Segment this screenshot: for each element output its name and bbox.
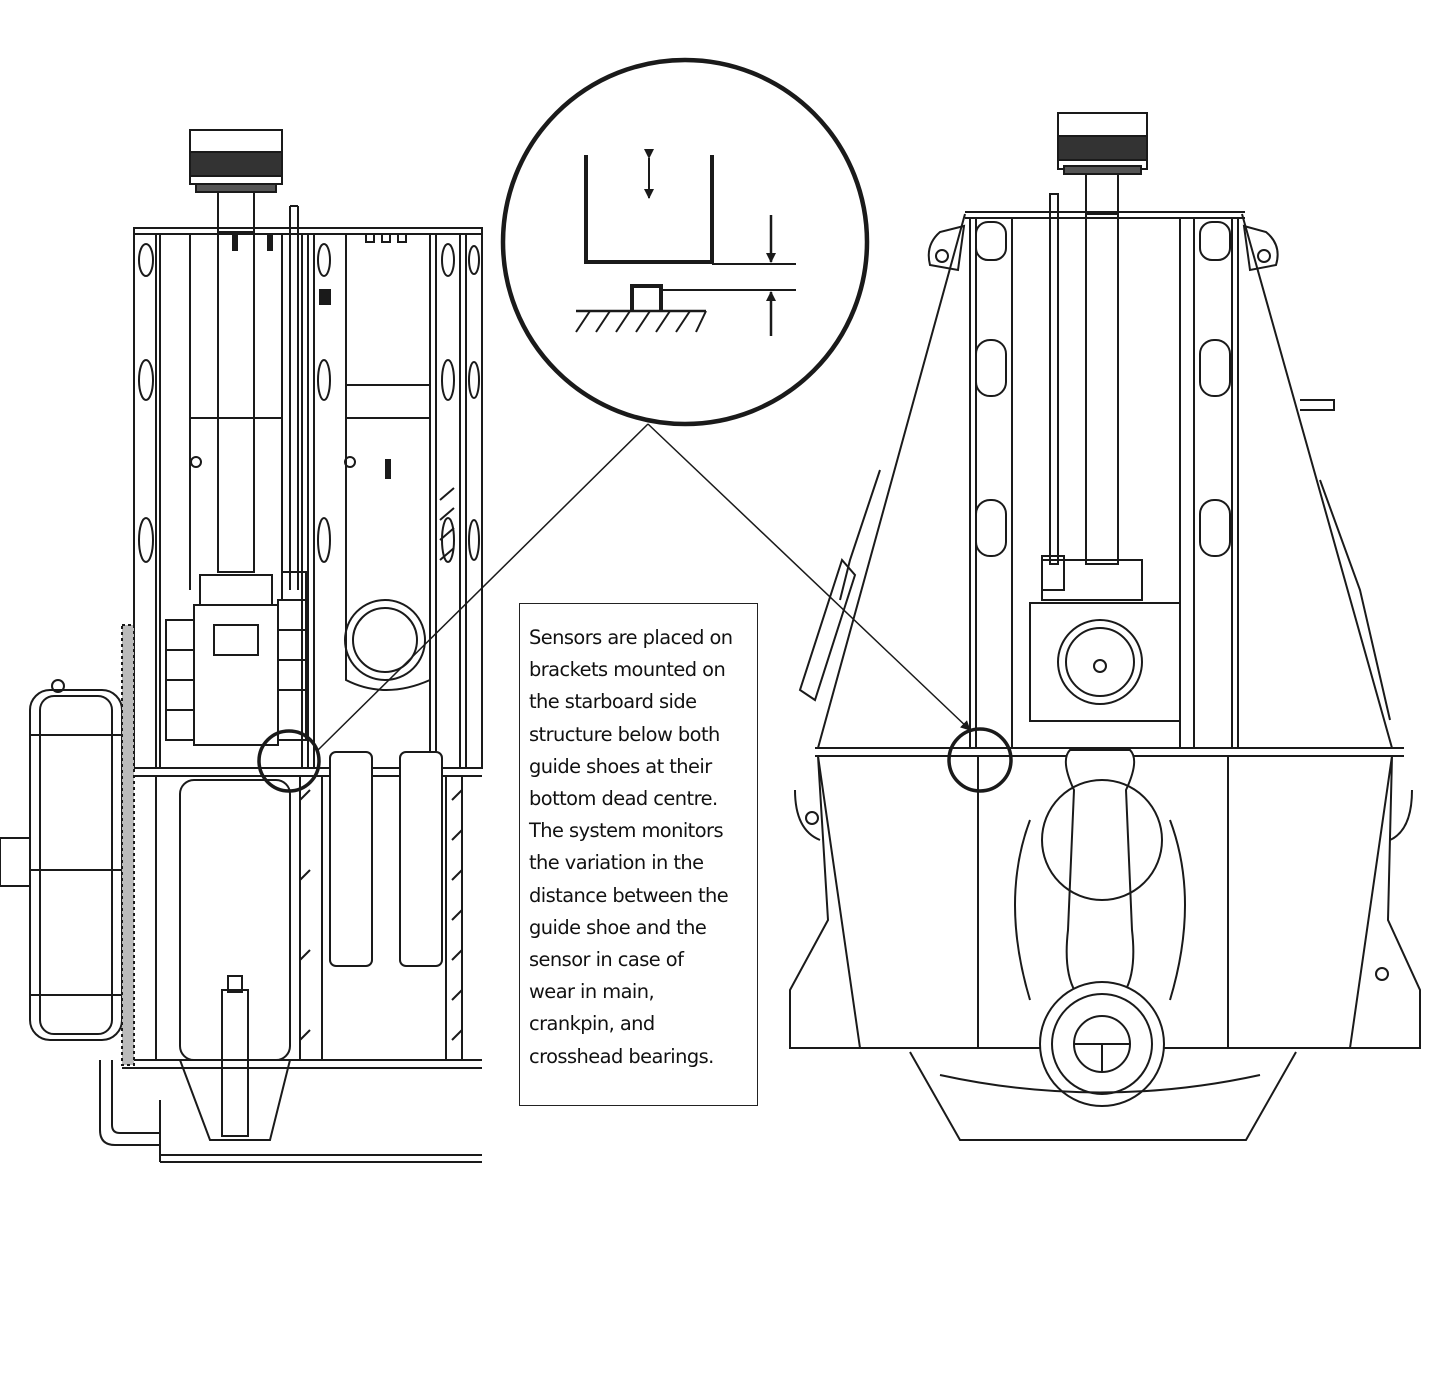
- hatching: [575, 310, 707, 333]
- flywheel: [0, 624, 135, 1066]
- magnified-detail: [500, 57, 870, 427]
- sensor-head-top-right: [1057, 112, 1148, 215]
- sensor-location-circle-left: [257, 729, 321, 793]
- leader-line-right: [647, 423, 971, 731]
- engine-side-view: [0, 129, 483, 1163]
- leader-line-left: [317, 423, 649, 751]
- crosshead-left: [165, 571, 307, 746]
- callout-box: Sensors are placed on brackets mounted o…: [519, 603, 758, 1106]
- guide-shoe: [584, 155, 714, 264]
- leader-lines: [317, 423, 971, 751]
- engine-end-view: [789, 112, 1421, 1141]
- sensor: [630, 284, 663, 310]
- detail-circle: [500, 57, 870, 427]
- sensor-location-circle-right: [947, 727, 1013, 793]
- crosshead-right: [1029, 555, 1181, 722]
- callout-text: Sensors are placed on brackets mounted o…: [529, 626, 733, 1068]
- sensor-head-top-left: [189, 129, 283, 233]
